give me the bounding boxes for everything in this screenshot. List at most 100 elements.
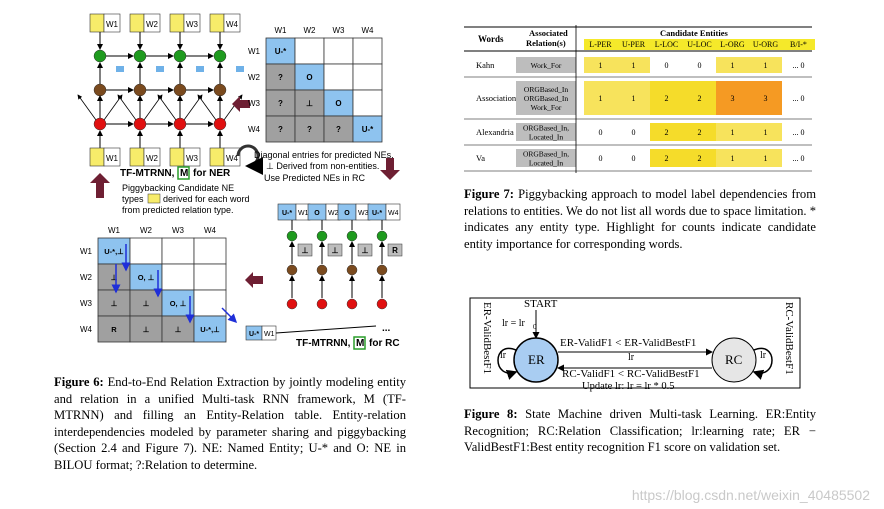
ner-word-label: W4	[226, 154, 239, 163]
count-value: 1	[632, 61, 636, 70]
ner-node	[93, 83, 107, 97]
count-value: 0	[599, 154, 603, 163]
count-value: 0	[698, 61, 702, 70]
count-highlight	[617, 57, 650, 73]
ner-cross-link	[77, 94, 97, 121]
figure-8-state-machine: ER-ValidBestF1 RC-ValidBestF1 START lr =…	[469, 297, 801, 392]
rc-node	[376, 264, 388, 276]
relation-text: Work_For	[531, 103, 562, 112]
rc-node	[346, 230, 358, 242]
diag-note-2: ⊥ Derived from non-entities.	[266, 161, 379, 171]
arrow-to-table-icon	[232, 96, 250, 112]
table-row-header: W1	[80, 247, 93, 256]
figure-7-label: Figure 7:	[464, 187, 515, 201]
ner-for: for NER	[193, 168, 231, 179]
column-header: B/I-*	[790, 40, 807, 49]
rc-rel-box	[357, 243, 373, 257]
ner-candidate-box	[209, 147, 225, 167]
cycle-arrow-icon	[236, 144, 264, 175]
count-value: ... 0	[793, 128, 805, 137]
count-highlight	[650, 149, 683, 167]
relation-cell	[516, 57, 576, 73]
table-cell-text: U-*,⊥	[104, 247, 124, 256]
piggy-note-2: types	[122, 194, 144, 204]
table-cell	[323, 115, 354, 143]
rc-node	[316, 230, 328, 242]
rc-node	[286, 230, 298, 242]
count-highlight	[650, 123, 683, 141]
ner-word-box	[183, 147, 201, 167]
table-cell	[97, 315, 131, 343]
ner-m-box	[177, 166, 190, 180]
ner-output-tag	[196, 66, 204, 72]
table-cell-text: ?	[278, 125, 283, 134]
table-cell	[193, 237, 227, 265]
lr-init-sub: 0	[533, 323, 537, 331]
rc-node	[286, 298, 298, 310]
ner-cross-link	[143, 94, 163, 121]
er-loop-lr: lr	[500, 350, 507, 361]
figure-6-label: Figure 6:	[54, 375, 104, 389]
rc-state	[711, 337, 757, 383]
ner-word-box	[103, 147, 121, 167]
ner-node	[133, 83, 147, 97]
count-highlight	[584, 81, 617, 115]
rc-node	[316, 298, 328, 310]
table-cell	[294, 37, 325, 65]
rc-first-tag-label: U-*	[249, 331, 259, 338]
count-value: 1	[632, 94, 636, 103]
rc-word-label: W1	[298, 210, 309, 217]
ner-candidate-box	[89, 13, 105, 33]
rc-tag-label: O	[344, 210, 350, 217]
header-assoc: Associated	[529, 28, 568, 38]
rc-node	[286, 264, 298, 276]
count-highlight	[716, 57, 749, 73]
rc-rel-box	[387, 243, 403, 257]
table-col-header: W1	[108, 226, 121, 235]
table-cell	[161, 263, 195, 291]
ner-word-box	[103, 13, 121, 33]
table-row-header: W4	[80, 325, 93, 334]
count-highlight	[749, 123, 782, 141]
row-word: Association	[476, 93, 517, 103]
table-cell-text: ⊥	[111, 299, 118, 308]
table-cell-text: O	[335, 99, 341, 108]
table-row-header: W1	[248, 47, 261, 56]
table-cell	[352, 37, 383, 65]
table-row-header: W4	[248, 125, 261, 134]
diag-note-1: Diagonal entries for predicted NEs.	[254, 150, 394, 160]
table-cell	[294, 63, 325, 91]
rc-rel-label: ⊥	[302, 246, 309, 255]
table-col-header: W2	[304, 26, 317, 35]
table-cell-text: ⊥	[111, 273, 118, 282]
rc-rel-box	[327, 243, 343, 257]
table-cell-text: ?	[336, 125, 341, 134]
count-highlight	[683, 81, 716, 115]
figure-8-caption: Figure 8: State Machine driven Multi-tas…	[464, 406, 816, 456]
figure-8: ER-ValidBestF1 RC-ValidBestF1 START lr =…	[462, 292, 807, 392]
count-value: 3	[731, 94, 735, 103]
count-value: 1	[731, 61, 735, 70]
table-cell-text: O	[306, 73, 312, 82]
table-cell-text: R	[111, 325, 117, 334]
rc-node	[376, 230, 388, 242]
count-value: ... 0	[793, 94, 805, 103]
row-word: Alexandria	[476, 127, 514, 137]
ner-candidate-box	[89, 147, 105, 167]
count-value: 0	[632, 154, 636, 163]
rc-dependency-line	[275, 325, 377, 334]
table-cell	[352, 63, 383, 91]
count-highlight	[617, 81, 650, 115]
ner-output-tag	[236, 66, 244, 72]
table-row-header: W3	[80, 299, 93, 308]
state-machine-frame	[469, 297, 801, 389]
figure-8-text: State Machine driven Multi-task Learning…	[464, 407, 817, 454]
header-assoc: Relation(s)	[526, 38, 566, 48]
ner-candidate-box	[169, 147, 185, 167]
column-header: L-PER	[589, 40, 612, 49]
